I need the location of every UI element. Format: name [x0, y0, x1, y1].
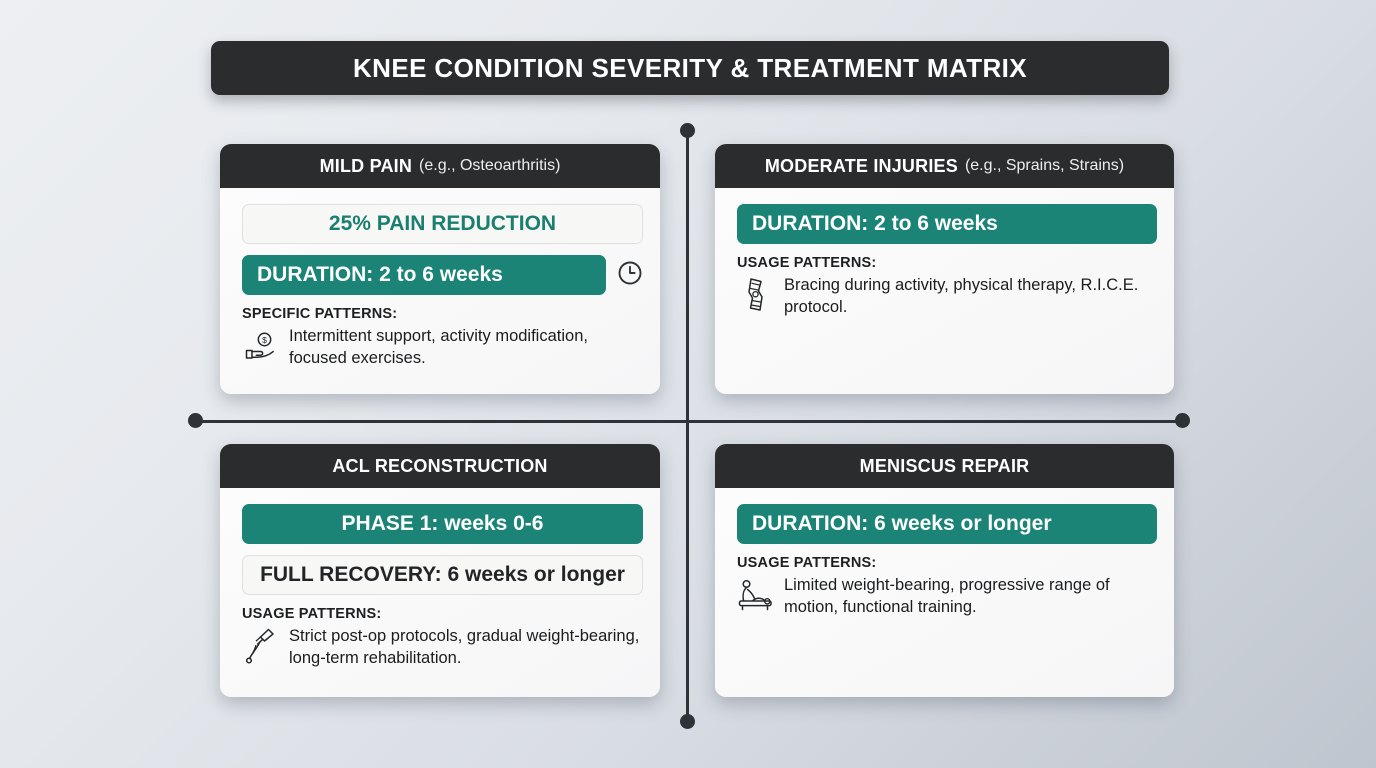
badge-duration-mild: DURATION: 2 to 6 weeks — [242, 255, 606, 295]
card-mild-pain[interactable]: MILD PAIN (e.g., Osteoarthritis) 25% PAI… — [220, 144, 660, 394]
card-subtitle-moderate-injuries: (e.g., Sprains, Strains) — [964, 157, 1125, 174]
badge-full-recovery: FULL RECOVERY: 6 weeks or longer — [242, 555, 643, 595]
badge-row-phase1: PHASE 1: weeks 0-6 — [242, 504, 643, 544]
badge-row-duration-meniscus: DURATION: 6 weeks or longer — [737, 504, 1157, 544]
card-subtitle-mild-pain: (e.g., Osteoarthritis) — [419, 157, 561, 174]
card-header-meniscus-repair: MENISCUS REPAIR — [715, 444, 1174, 488]
card-title-moderate-injuries: MODERATE INJURIES — [764, 155, 958, 176]
card-body-meniscus-repair: DURATION: 6 weeks or longer USAGE PATTER… — [715, 488, 1174, 697]
card-body-moderate-injuries: DURATION: 2 to 6 weeks USAGE PATTERNS: B… — [715, 188, 1174, 394]
card-title-acl-reconstruction: ACL RECONSTRUCTION — [332, 455, 548, 476]
card-title-mild-pain: MILD PAIN — [319, 155, 413, 176]
crutch-icon — [242, 626, 280, 666]
connector-dot-top — [680, 123, 695, 138]
card-body-mild-pain: 25% PAIN REDUCTION DURATION: 2 to 6 week… — [220, 188, 660, 394]
badge-duration-meniscus: DURATION: 6 weeks or longer — [737, 504, 1157, 544]
badge-row-duration-moderate: DURATION: 2 to 6 weeks — [737, 204, 1157, 244]
patterns-label-moderate: USAGE PATTERNS: — [737, 255, 877, 271]
connector-dot-bottom — [680, 714, 695, 729]
page-title: KNEE CONDITION SEVERITY & TREATMENT MATR… — [352, 52, 1028, 83]
card-meniscus-repair[interactable]: MENISCUS REPAIR DURATION: 6 weeks or lon… — [715, 444, 1174, 697]
svg-text:$: $ — [262, 335, 267, 345]
pattern-text-acl: Strict post-op protocols, gradual weight… — [289, 627, 640, 667]
card-header-moderate-injuries: MODERATE INJURIES (e.g., Sprains, Strain… — [715, 144, 1174, 188]
badge-phase1: PHASE 1: weeks 0-6 — [242, 504, 643, 544]
patterns-label-acl: USAGE PATTERNS: — [242, 606, 382, 622]
connector-dot-right — [1175, 413, 1190, 428]
hand-coin-icon: $ — [242, 326, 280, 366]
card-title-meniscus-repair: MENISCUS REPAIR — [859, 455, 1030, 476]
badge-row-full-recovery: FULL RECOVERY: 6 weeks or longer — [242, 555, 643, 595]
connector-vertical-line — [686, 130, 689, 722]
connector-horizontal-line — [195, 420, 1183, 423]
pattern-text-moderate: Bracing during activity, physical therap… — [784, 276, 1139, 316]
pattern-row-mild: $ Intermittent support, activity modific… — [242, 325, 643, 370]
pattern-row-meniscus: Limited weight-bearing, progressive rang… — [737, 574, 1157, 619]
card-header-acl-reconstruction: ACL RECONSTRUCTION — [220, 444, 660, 488]
clock-icon — [617, 260, 643, 291]
card-body-acl-reconstruction: PHASE 1: weeks 0-6 FULL RECOVERY: 6 week… — [220, 488, 660, 697]
badge-row-pain-reduction: 25% PAIN REDUCTION — [242, 204, 643, 244]
card-header-mild-pain: MILD PAIN (e.g., Osteoarthritis) — [220, 144, 660, 188]
pattern-text-mild: Intermittent support, activity modificat… — [289, 327, 588, 367]
card-moderate-injuries[interactable]: MODERATE INJURIES (e.g., Sprains, Strain… — [715, 144, 1174, 394]
knee-brace-icon — [737, 275, 775, 315]
badge-row-duration-mild: DURATION: 2 to 6 weeks — [242, 255, 643, 295]
pattern-row-acl: Strict post-op protocols, gradual weight… — [242, 625, 643, 670]
pattern-text-meniscus: Limited weight-bearing, progressive rang… — [784, 576, 1110, 616]
patterns-label-mild: SPECIFIC PATTERNS: — [242, 306, 398, 322]
badge-pain-reduction: 25% PAIN REDUCTION — [242, 204, 643, 244]
physical-therapy-icon — [737, 575, 775, 615]
badge-duration-moderate: DURATION: 2 to 6 weeks — [737, 204, 1157, 244]
connector-dot-left — [188, 413, 203, 428]
card-acl-reconstruction[interactable]: ACL RECONSTRUCTION PHASE 1: weeks 0-6 FU… — [220, 444, 660, 697]
pattern-row-moderate: Bracing during activity, physical therap… — [737, 274, 1157, 319]
patterns-label-meniscus: USAGE PATTERNS: — [737, 555, 877, 571]
page-title-banner: KNEE CONDITION SEVERITY & TREATMENT MATR… — [211, 41, 1169, 95]
